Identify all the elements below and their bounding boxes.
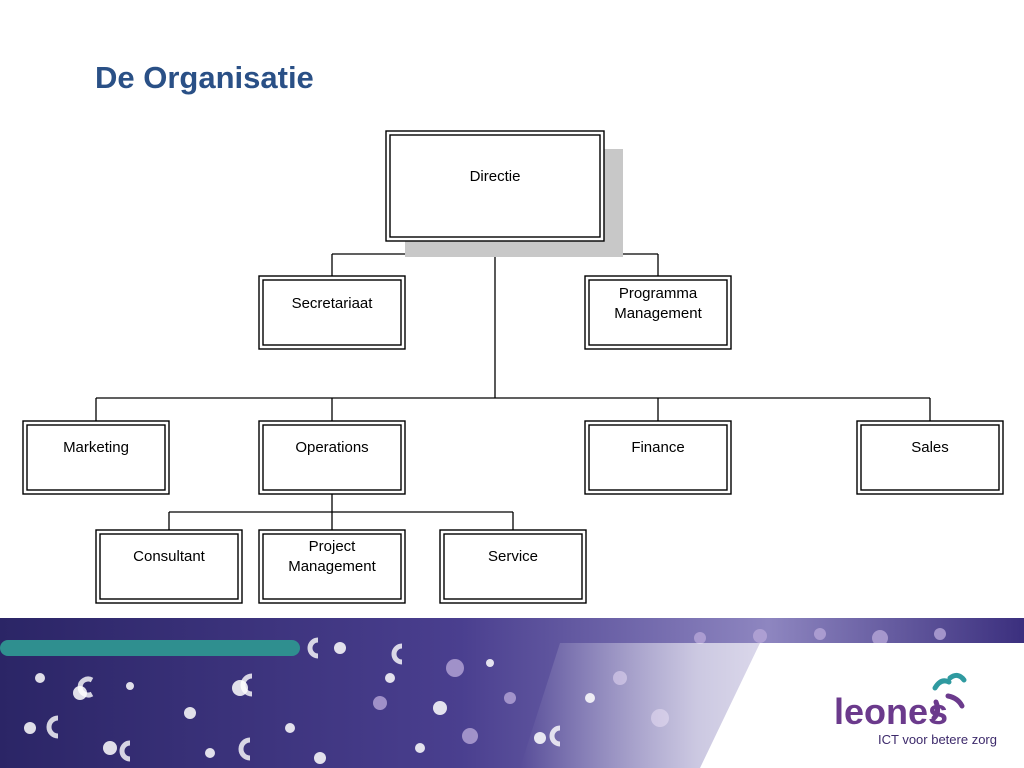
- node-label-project-2: Management: [288, 558, 376, 575]
- footer-band: leones ICT voor betere zorg: [0, 618, 1024, 768]
- leones-tagline: ICT voor betere zorg: [878, 732, 997, 747]
- node-label-marketing: Marketing: [63, 439, 129, 456]
- slide-title: De Organisatie: [95, 60, 314, 95]
- node-label-project-1: Project: [309, 538, 357, 555]
- node-label-operations: Operations: [295, 439, 368, 456]
- node-secretariaat: Secretariaat: [258, 275, 406, 350]
- org-chart: Directie Secretariaat Programma Manageme…: [22, 130, 1004, 604]
- node-consultant: Consultant: [95, 529, 243, 604]
- node-label-finance: Finance: [631, 439, 684, 456]
- logo-panel-solid: [700, 643, 1024, 768]
- leones-logo-mark: [931, 672, 967, 721]
- node-label-directie: Directie: [470, 168, 521, 185]
- node-finance: Finance: [584, 420, 732, 495]
- org-connectors: [95, 240, 931, 530]
- node-label-service: Service: [488, 548, 538, 565]
- node-label-programma-1: Programma: [619, 285, 698, 302]
- node-label-consultant: Consultant: [133, 548, 206, 565]
- node-label-sales: Sales: [911, 439, 949, 456]
- node-marketing: Marketing: [22, 420, 170, 495]
- node-directie: Directie: [385, 130, 623, 257]
- node-service: Service: [439, 529, 587, 604]
- node-programma-management: Programma Management: [584, 275, 732, 350]
- node-operations: Operations: [258, 420, 406, 495]
- leones-logo-text: leones: [834, 691, 948, 732]
- node-label-secretariaat: Secretariaat: [292, 295, 374, 312]
- node-sales: Sales: [856, 420, 1004, 495]
- teal-stripe: [0, 640, 300, 656]
- footer-graphic: leones ICT voor betere zorg: [0, 618, 1024, 768]
- node-label-programma-2: Management: [614, 305, 702, 322]
- node-project-management: Project Management: [258, 529, 406, 604]
